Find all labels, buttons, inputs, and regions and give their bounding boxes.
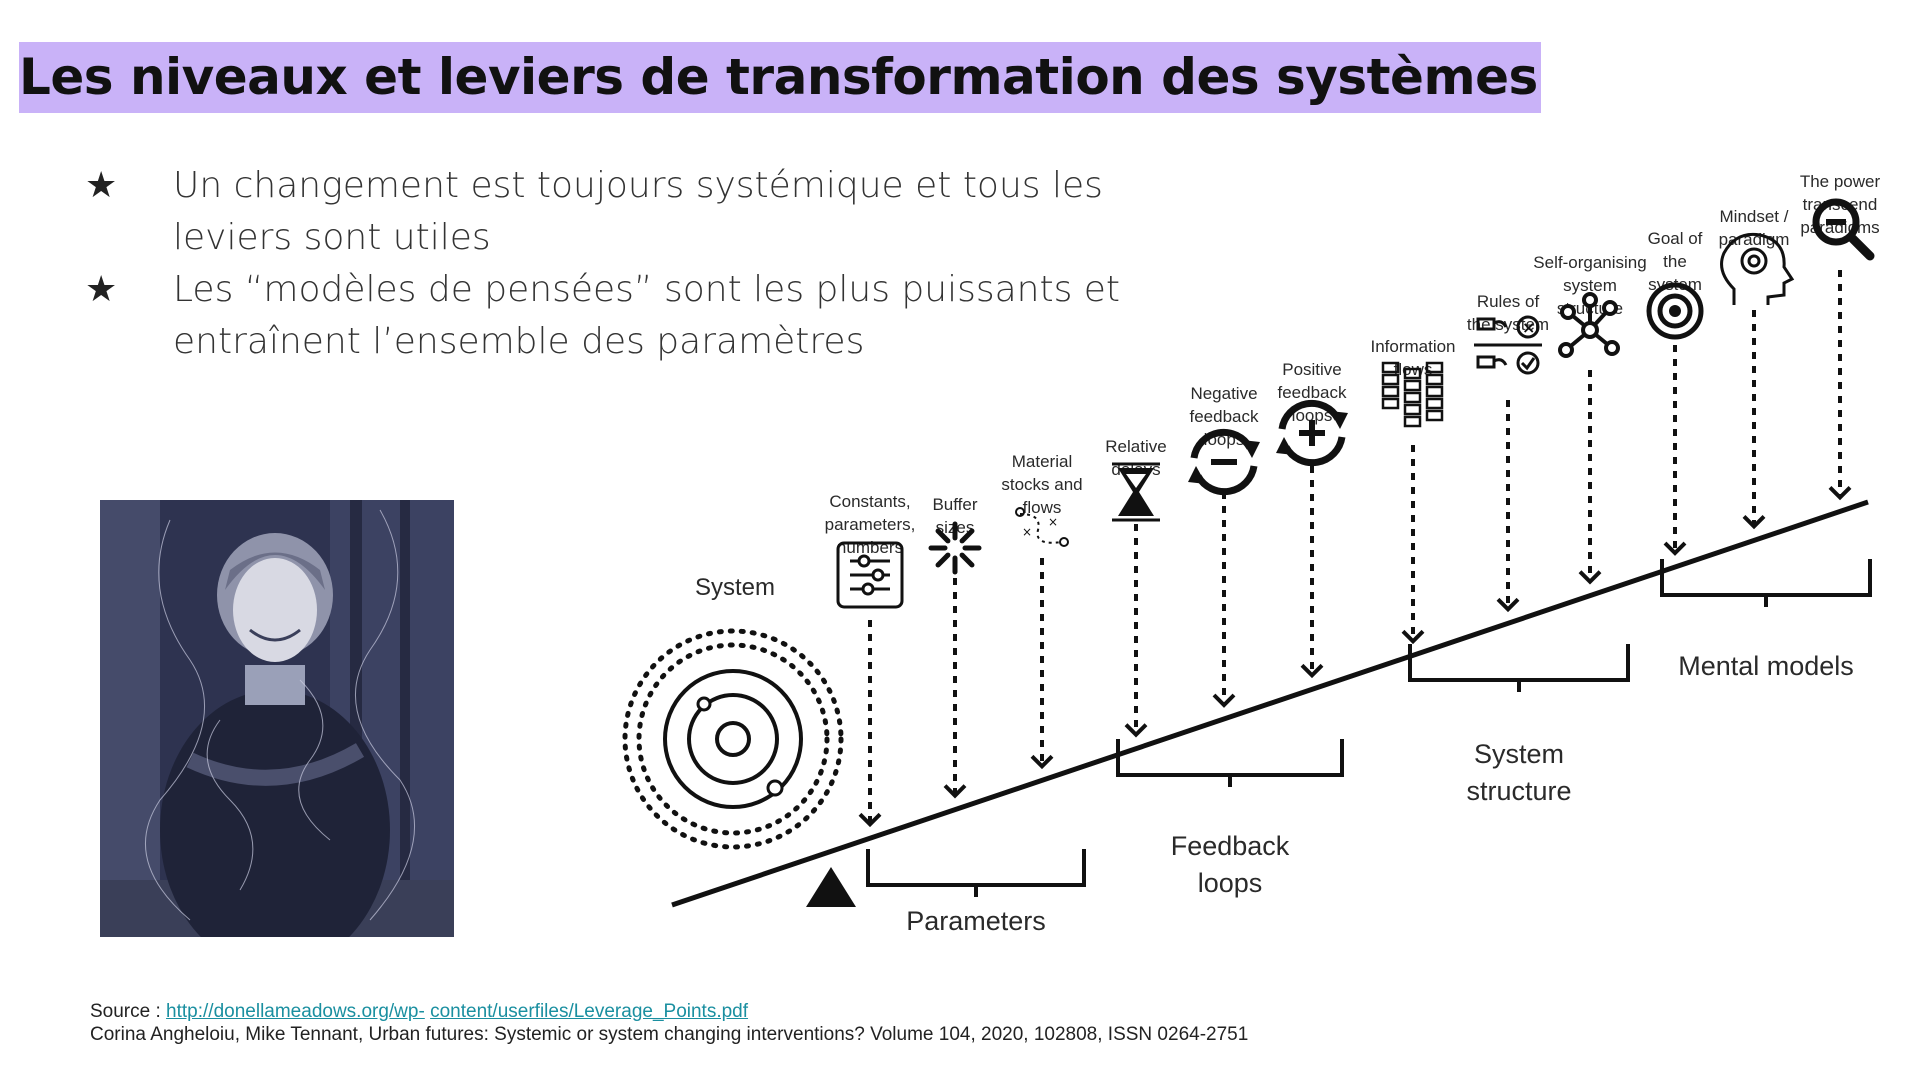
burst-icon [928, 521, 982, 575]
svg-text:×: × [1522, 318, 1535, 337]
system-label: System [695, 574, 775, 601]
bullet-line: Un changement est toujours systémique et… [173, 165, 1103, 206]
lever-label: stocks and [1001, 475, 1082, 494]
group-label: loops [1198, 868, 1263, 898]
network-nodes-icon [1558, 292, 1620, 358]
source-prefix: Source : [90, 1001, 167, 1022]
arrowhead-icon [1212, 693, 1236, 708]
svg-text:×: × [1022, 525, 1032, 539]
arrowhead-icon [858, 812, 882, 828]
leverage-diagram: System Constants, parameters, numbers Buffe… [622, 172, 1880, 936]
lever-label: paradigm [1719, 230, 1790, 249]
lever-label: Mindset / [1720, 207, 1789, 226]
star-icon: ★ [85, 269, 118, 310]
arrowhead-icon [1578, 570, 1602, 585]
lever-label: numbers [837, 538, 903, 557]
bullet-list: ★ Un changement est toujours systémique … [85, 160, 1165, 368]
bullet-line: leviers sont utiles [173, 217, 491, 258]
system-orbit-icon [622, 628, 844, 850]
bullet-line: entraînent l’ensemble des paramètres [173, 321, 865, 362]
lever-column: Positive feedback loops [1276, 360, 1348, 679]
lever-column: Mindset / paradigm [1719, 207, 1795, 530]
lever-columns: Constants,parameters,numbersBuffersizesM… [825, 172, 1880, 828]
star-icon: ★ [85, 165, 118, 206]
lever-label: Buffer [932, 495, 977, 514]
grid-blocks-icon [1381, 361, 1444, 428]
source-link[interactable]: content/userfiles/Leverage_Points.pdf [430, 1001, 749, 1022]
lever-label: Rules of [1477, 292, 1540, 311]
lever-label: flows [1023, 498, 1062, 517]
lever-label: parameters, [825, 515, 916, 534]
group-bracket: Parameters [866, 849, 1086, 936]
group-label: Mental models [1678, 651, 1854, 681]
group-bracket: Mental models [1660, 559, 1872, 681]
arrowhead-icon [1124, 723, 1148, 738]
lever-label: Relative [1105, 437, 1166, 456]
portrait-photo [100, 500, 454, 937]
lever-label: The power [1800, 172, 1880, 191]
portrait-photo-icon [100, 500, 454, 937]
lever-label: Negative [1190, 384, 1257, 403]
slide-title: Les niveaux et leviers de transformation… [19, 48, 1538, 106]
lever-label: Material [1012, 452, 1072, 471]
arrowhead-icon [1663, 541, 1687, 556]
group-brackets: Parameters Feedback loops System structure Me… [866, 559, 1872, 936]
lever-label: Information [1370, 337, 1455, 356]
group-label: Feedback [1171, 831, 1290, 861]
head-brain-icon [1720, 232, 1795, 305]
group-bracket: System structure [1408, 644, 1630, 806]
minus-cycle-icon [1188, 428, 1260, 496]
arrowhead-icon [943, 784, 967, 799]
source-footer: Source : http://donellameadows.org/wp- c… [90, 1000, 1248, 1046]
lever-label: Goal of [1648, 229, 1703, 248]
lever-label: feedback [1278, 383, 1347, 402]
lever-column: Buffersizes [928, 495, 982, 799]
group-label: Parameters [906, 906, 1046, 936]
arrowhead-icon [1496, 597, 1520, 613]
arrowhead-icon [1828, 486, 1852, 501]
target-icon [1646, 282, 1704, 340]
bullet-item: ★ Les “modèles de pensées” sont les plus… [85, 264, 1165, 368]
title-highlight [19, 42, 1541, 113]
group-bracket: Feedback loops [1116, 739, 1344, 898]
flow-path-icon: ×× [1015, 507, 1069, 547]
lever-label: Constants, [829, 492, 910, 511]
hourglass-icon [1112, 462, 1160, 522]
plus-cycle-icon [1276, 399, 1348, 467]
lever-label: Self-organising [1533, 253, 1646, 272]
arrowhead-icon [1742, 514, 1766, 530]
magnifier-icon [1812, 198, 1875, 261]
rules-hands-icon: × [1474, 315, 1542, 375]
bullet-line: Les “modèles de pensées” sont les plus p… [173, 269, 1121, 310]
fulcrum-triangle-icon [806, 867, 856, 907]
lever-label: loops [1292, 406, 1333, 425]
arrowhead-icon [1401, 629, 1425, 645]
group-label: structure [1466, 776, 1571, 806]
lever-column: Relativedelays [1105, 437, 1167, 738]
svg-text:×: × [1048, 515, 1058, 529]
group-label: System [1474, 739, 1564, 769]
lever-column: Self-organisingsystemstructure [1533, 253, 1647, 585]
bullet-item: ★ Un changement est toujours systémique … [85, 160, 1165, 264]
lever-label: system [1563, 276, 1617, 295]
lever-column: Constants, parameters, numbers [825, 492, 916, 828]
sliders-icon [836, 541, 904, 609]
lever-label: the [1663, 252, 1687, 271]
arrowhead-icon [1300, 663, 1324, 679]
lever-beam [671, 499, 1869, 908]
citation-text: Corina Angheloiu, Mike Tennant, Urban fu… [90, 1024, 1249, 1045]
lever-label: Positive [1282, 360, 1342, 379]
arrowhead-icon [1030, 754, 1054, 770]
source-link[interactable]: http://donellameadows.org/wp- [166, 1001, 425, 1022]
lever-label: feedback [1190, 407, 1259, 426]
